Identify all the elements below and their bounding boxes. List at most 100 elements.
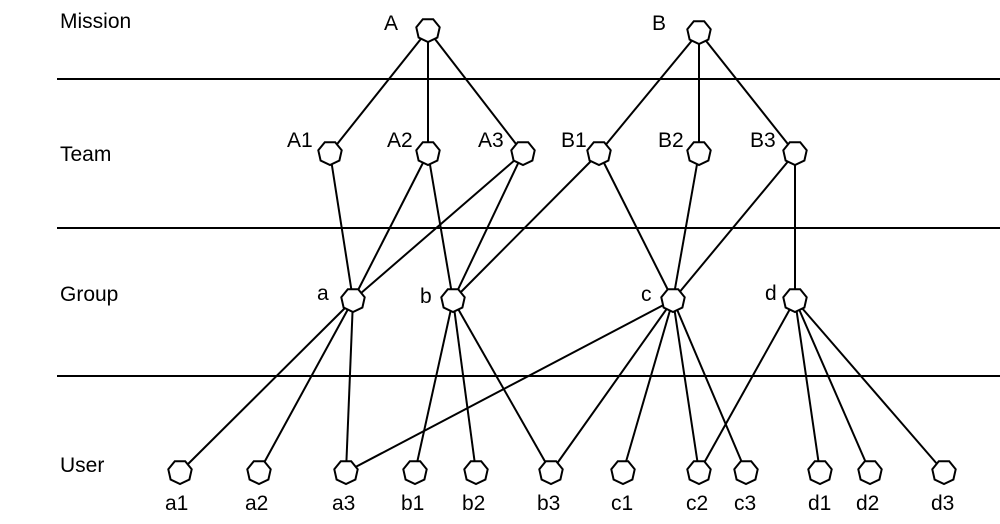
node-label-d: d xyxy=(765,282,777,305)
node-c: c xyxy=(641,283,686,314)
node-b1: b1 xyxy=(401,460,428,515)
node-label-a: a xyxy=(317,282,329,305)
edge-d-c2 xyxy=(698,299,796,473)
node-c1: c1 xyxy=(610,460,636,515)
node-shape-a xyxy=(340,288,366,314)
node-label-c3: c3 xyxy=(734,492,756,515)
node-label-A: A xyxy=(384,12,398,35)
edge-c-c2 xyxy=(672,299,700,473)
node-shape-d1 xyxy=(807,460,833,486)
node-label-B2: B2 xyxy=(658,129,684,152)
node-a: a xyxy=(317,282,366,314)
edge-d-d3 xyxy=(794,299,945,473)
edge-d-d2 xyxy=(794,299,871,473)
node-A2: A2 xyxy=(387,129,441,167)
node-shape-c2 xyxy=(686,460,712,486)
edge-a-a3 xyxy=(345,299,354,473)
node-label-c2: c2 xyxy=(686,492,708,515)
edge-A2-a xyxy=(352,152,429,301)
node-shape-A3 xyxy=(510,141,536,167)
node-d1: d1 xyxy=(807,460,833,515)
node-shape-b xyxy=(440,288,466,314)
edge-a-a1 xyxy=(179,299,354,473)
edge-B1-b xyxy=(452,152,600,301)
node-label-A2: A2 xyxy=(387,129,413,152)
edge-B3-c xyxy=(672,152,796,301)
node-shape-d xyxy=(782,288,808,314)
node-shape-a2 xyxy=(246,460,272,486)
node-b: b xyxy=(420,285,466,314)
node-label-d3: d3 xyxy=(931,492,954,515)
node-shape-B2 xyxy=(686,141,712,167)
node-shape-d3 xyxy=(931,460,957,486)
edge-b-b3 xyxy=(452,299,552,473)
node-shape-A1 xyxy=(317,141,343,167)
row-label-mission: Mission xyxy=(60,10,131,33)
edge-c-c1 xyxy=(622,299,674,473)
node-layer: A B A1 A2 A3 B1 B2 B3 a b c d a1 a2 a3 b1 b2 b3 c1 c2 c3 d1 d2… xyxy=(165,12,957,515)
row-label-group: Group xyxy=(60,283,118,306)
node-a1: a1 xyxy=(165,460,193,515)
node-c2: c2 xyxy=(686,460,712,515)
node-shape-c1 xyxy=(610,460,636,486)
node-label-A3: A3 xyxy=(478,129,504,152)
node-shape-B1 xyxy=(586,141,612,167)
node-label-c1: c1 xyxy=(611,492,633,515)
edge-a-a2 xyxy=(258,299,354,473)
node-b3: b3 xyxy=(537,460,564,515)
node-label-A1: A1 xyxy=(287,129,313,152)
edge-B1-c xyxy=(598,152,674,301)
node-shape-a1 xyxy=(167,460,193,486)
edge-c-b3 xyxy=(550,299,674,473)
edge-b-b2 xyxy=(452,299,477,473)
node-B: B xyxy=(652,12,712,46)
edge-c-c3 xyxy=(672,299,747,473)
node-d: d xyxy=(765,282,808,314)
edge-A3-a xyxy=(352,152,524,301)
node-label-B: B xyxy=(652,12,666,35)
node-A1: A1 xyxy=(287,129,343,167)
node-a2: a2 xyxy=(245,460,272,515)
edge-c-a3 xyxy=(345,299,674,473)
node-c3: c3 xyxy=(733,460,759,515)
node-label-a3: a3 xyxy=(332,492,355,515)
row-label-user: User xyxy=(60,454,104,477)
node-B3: B3 xyxy=(750,129,808,167)
edge-A1-a xyxy=(329,152,354,301)
node-label-b3: b3 xyxy=(537,492,560,515)
node-shape-a3 xyxy=(333,460,359,486)
node-d3: d3 xyxy=(931,460,957,515)
node-label-b: b xyxy=(420,285,432,308)
node-B1: B1 xyxy=(561,129,612,167)
node-label-a2: a2 xyxy=(245,492,268,515)
node-shape-c3 xyxy=(733,460,759,486)
node-B2: B2 xyxy=(658,129,712,167)
node-shape-b3 xyxy=(538,460,564,486)
node-label-B1: B1 xyxy=(561,129,587,152)
node-shape-b2 xyxy=(463,460,489,486)
node-shape-A2 xyxy=(415,141,441,167)
edge-B2-c xyxy=(672,152,700,301)
node-label-b1: b1 xyxy=(401,492,424,515)
edge-B-B1 xyxy=(598,31,700,154)
node-a3: a3 xyxy=(332,460,359,515)
row-label-team: Team xyxy=(60,143,111,166)
node-label-d1: d1 xyxy=(808,492,831,515)
edge-A3-b xyxy=(452,152,524,301)
edge-A2-b xyxy=(427,152,454,301)
edge-b-b1 xyxy=(414,299,454,473)
node-shape-b1 xyxy=(402,460,428,486)
node-shape-c xyxy=(660,288,686,314)
edge-A-A3 xyxy=(427,29,524,154)
node-label-a1: a1 xyxy=(165,492,188,515)
node-b2: b2 xyxy=(462,460,489,515)
node-label-c: c xyxy=(641,283,652,306)
node-label-d2: d2 xyxy=(856,492,879,515)
node-shape-A xyxy=(415,18,441,44)
node-A: A xyxy=(384,12,441,44)
node-shape-B xyxy=(686,20,712,46)
node-d2: d2 xyxy=(856,460,883,515)
edge-d-d1 xyxy=(794,299,821,473)
